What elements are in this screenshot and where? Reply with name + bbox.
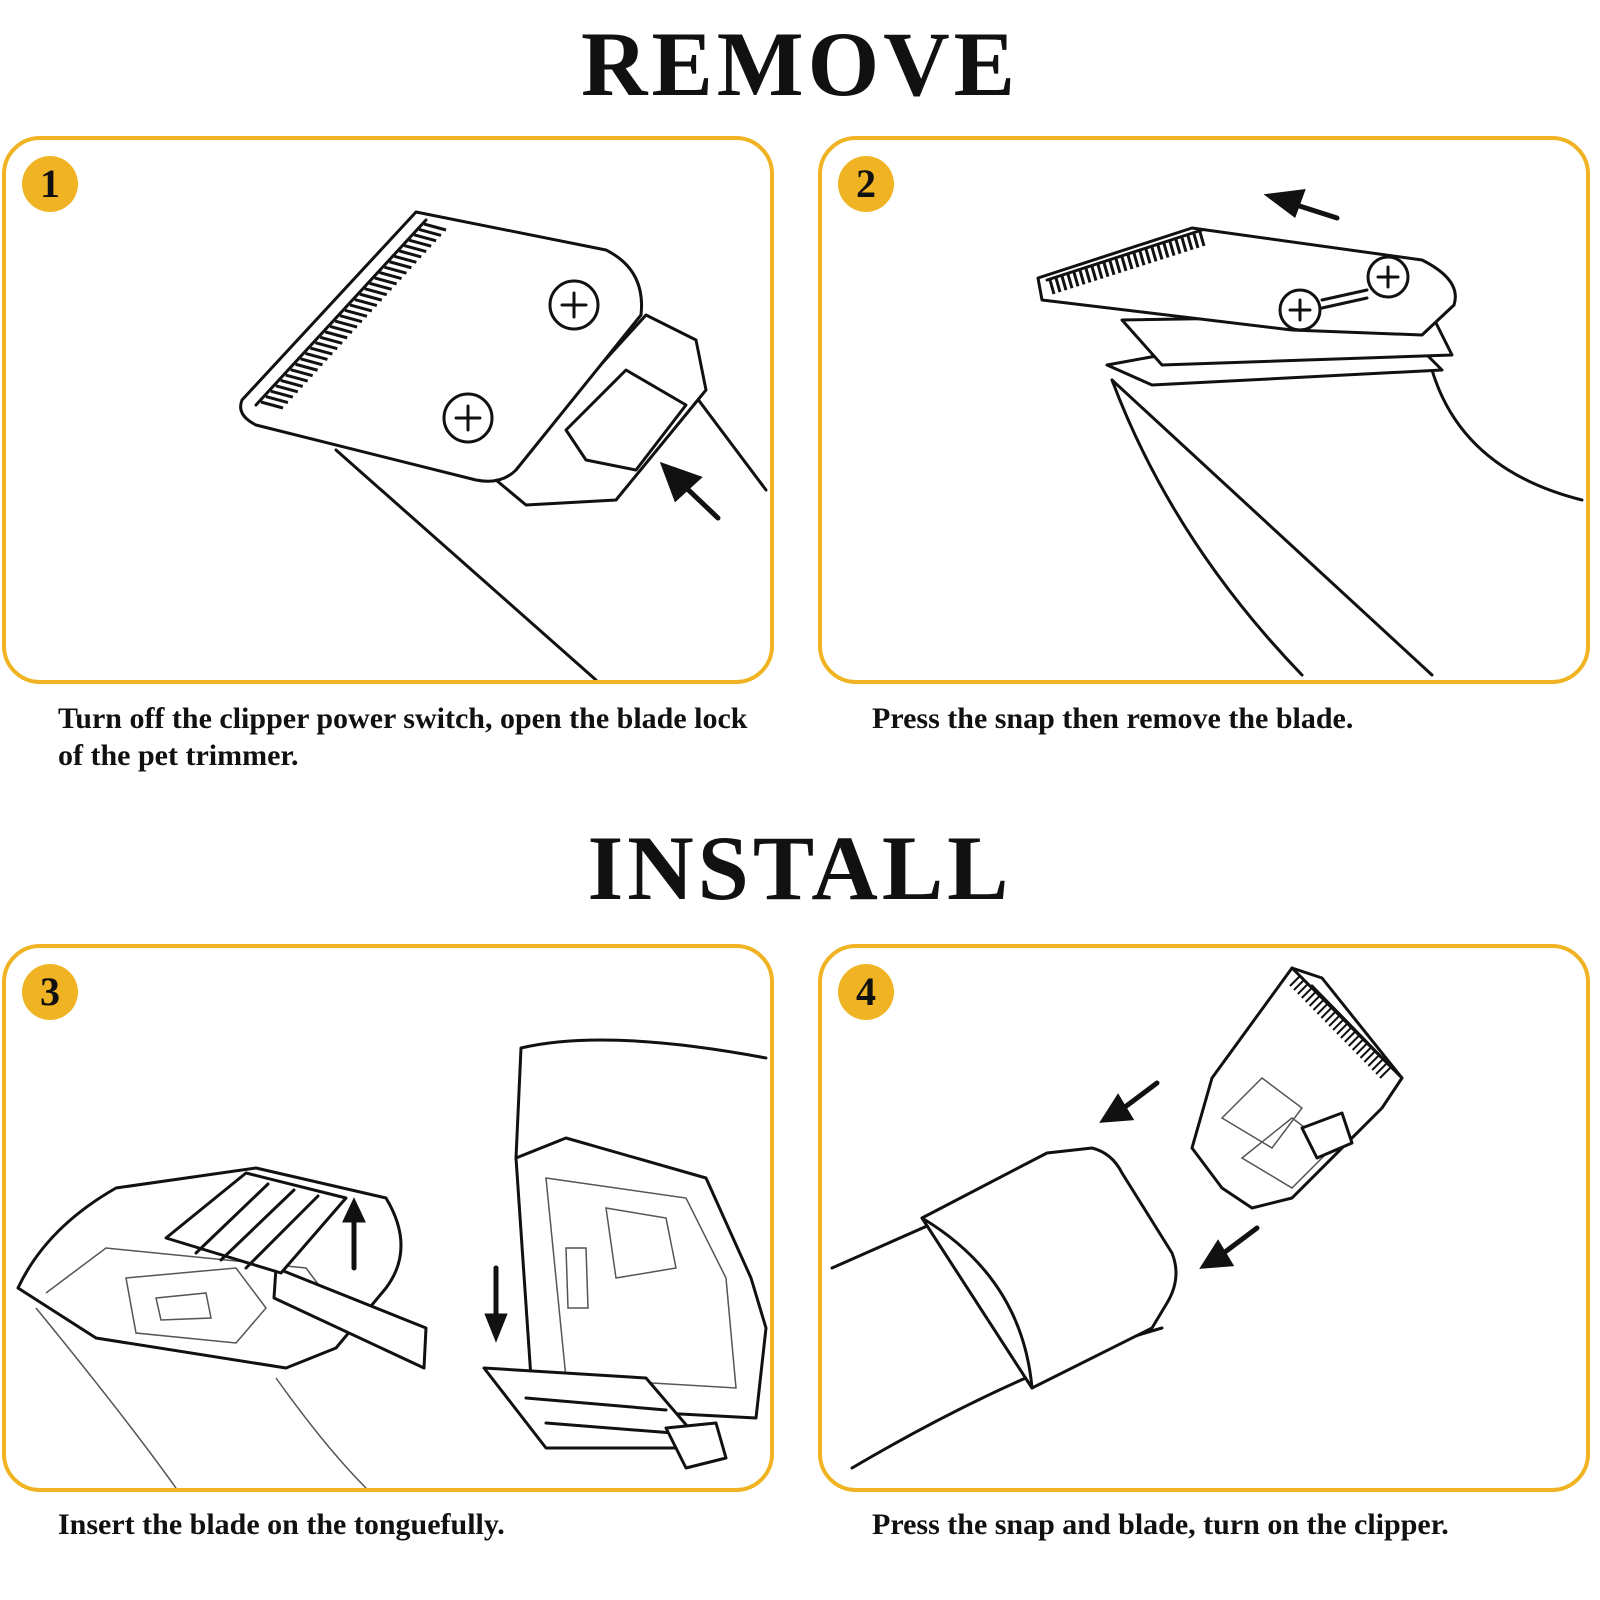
step-2-badge: 2 (838, 156, 894, 212)
install-title: INSTALL (587, 817, 1013, 919)
step-3-caption: Insert the blade on the tonguefully. (58, 1508, 505, 1541)
step-4-panel: 4 (818, 944, 1590, 1492)
step-1-panel: 1 (2, 136, 774, 684)
step-4-illustration (830, 966, 1404, 1470)
step-3-badge: 3 (22, 964, 78, 1020)
step-1-illustration (239, 210, 768, 680)
step-3-illustration (16, 1038, 768, 1488)
step-2-caption: Press the snap then remove the blade. (872, 702, 1354, 735)
step-2-illustration (1036, 189, 1584, 677)
step-2-panel: 2 (818, 136, 1590, 684)
step-4-caption: Press the snap and blade, turn on the cl… (872, 1508, 1449, 1541)
step-1-badge: 1 (22, 156, 78, 212)
step-4-badge: 4 (838, 964, 894, 1020)
step-3-panel: 3 (2, 944, 774, 1492)
step-1-caption: Turn off the clipper power switch, open … (58, 702, 748, 772)
remove-title: REMOVE (581, 13, 1019, 115)
